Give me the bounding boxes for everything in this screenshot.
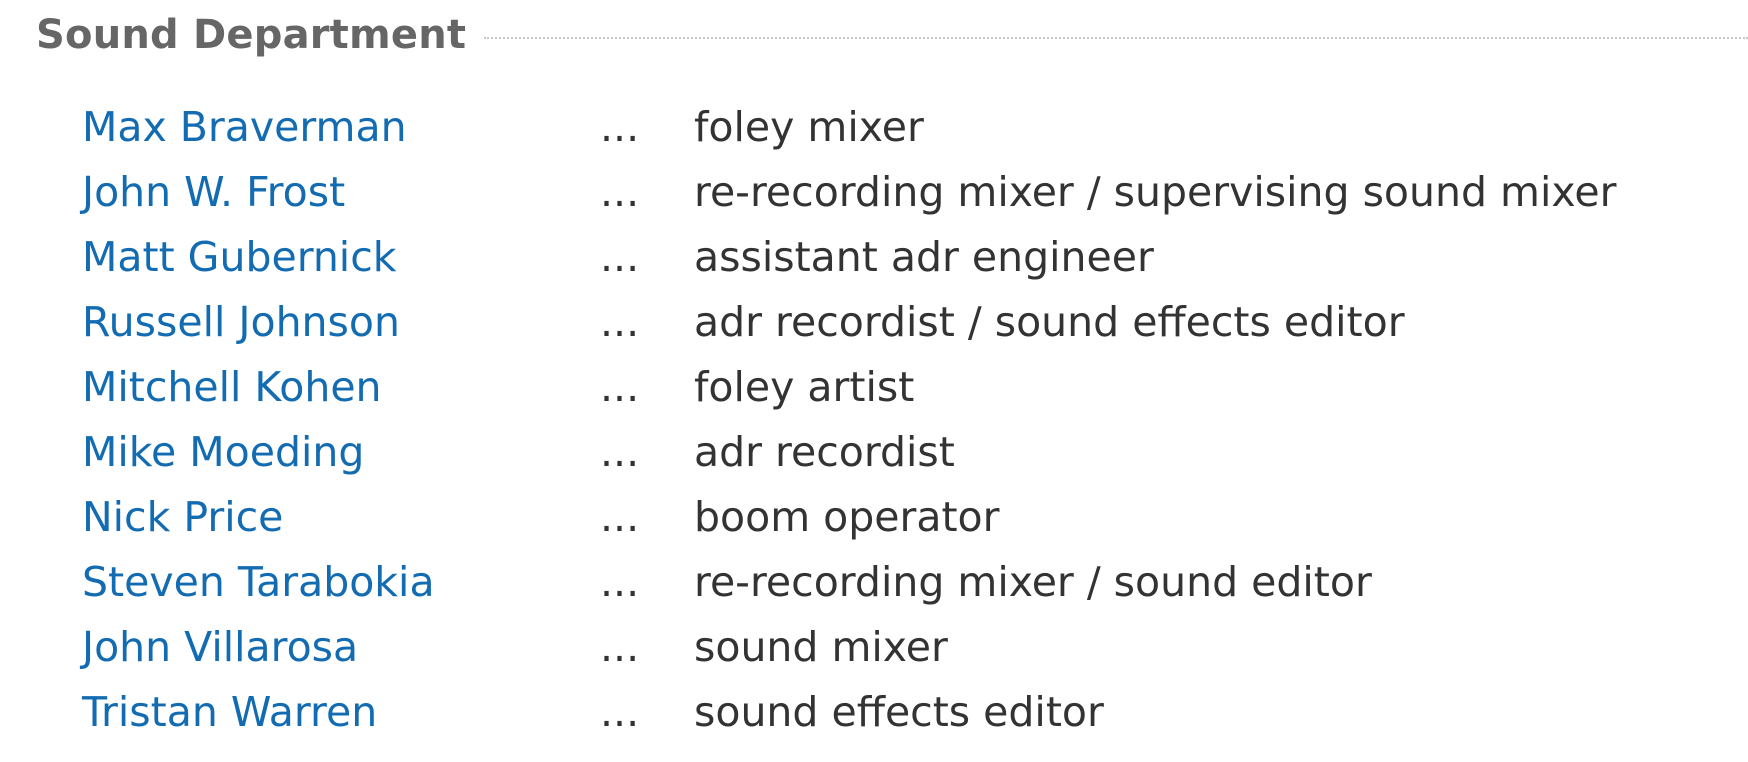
ellipsis-separator: ... — [600, 103, 640, 151]
credit-row: John W. Frost ... re-recording mixer / s… — [0, 160, 1748, 225]
ellipsis-separator: ... — [600, 688, 640, 736]
credit-row: Steven Tarabokia ... re-recording mixer … — [0, 550, 1748, 615]
section-header: Sound Department — [36, 10, 1748, 60]
person-link[interactable]: John W. Frost — [82, 168, 346, 216]
credit-role: adr recordist — [694, 428, 955, 476]
ellipsis-separator: ... — [600, 558, 640, 606]
credit-row: Max Braverman ... foley mixer — [0, 95, 1748, 160]
ellipsis-separator: ... — [600, 233, 640, 281]
ellipsis-separator: ... — [600, 493, 640, 541]
section-divider — [484, 37, 1748, 39]
person-link[interactable]: Russell Johnson — [82, 298, 400, 346]
person-link[interactable]: Mitchell Kohen — [82, 363, 382, 411]
credit-role: re-recording mixer / sound editor — [694, 558, 1372, 606]
person-link[interactable]: Nick Price — [82, 493, 284, 541]
credit-role: foley mixer — [694, 103, 924, 151]
credit-row: John Villarosa ... sound mixer — [0, 615, 1748, 680]
ellipsis-separator: ... — [600, 623, 640, 671]
credits-list: Max Braverman ... foley mixer John W. Fr… — [0, 95, 1748, 745]
credit-role: boom operator — [694, 493, 1000, 541]
credit-role: foley artist — [694, 363, 915, 411]
person-link[interactable]: Max Braverman — [82, 103, 407, 151]
credit-row: Matt Gubernick ... assistant adr enginee… — [0, 225, 1748, 290]
credit-row: Tristan Warren ... sound effects editor — [0, 680, 1748, 745]
person-link[interactable]: Steven Tarabokia — [82, 558, 435, 606]
ellipsis-separator: ... — [600, 298, 640, 346]
person-link[interactable]: Mike Moeding — [82, 428, 365, 476]
ellipsis-separator: ... — [600, 363, 640, 411]
credit-row: Russell Johnson ... adr recordist / soun… — [0, 290, 1748, 355]
ellipsis-separator: ... — [600, 428, 640, 476]
credit-role: sound mixer — [694, 623, 948, 671]
credit-role: assistant adr engineer — [694, 233, 1154, 281]
credit-role: sound effects editor — [694, 688, 1104, 736]
ellipsis-separator: ... — [600, 168, 640, 216]
person-link[interactable]: John Villarosa — [82, 623, 359, 671]
credit-row: Nick Price ... boom operator — [0, 485, 1748, 550]
credit-role: adr recordist / sound effects editor — [694, 298, 1405, 346]
section-title: Sound Department — [36, 12, 467, 58]
credit-role: re-recording mixer / supervising sound m… — [694, 168, 1617, 216]
credit-row: Mitchell Kohen ... foley artist — [0, 355, 1748, 420]
person-link[interactable]: Matt Gubernick — [82, 233, 397, 281]
credit-row: Mike Moeding ... adr recordist — [0, 420, 1748, 485]
person-link[interactable]: Tristan Warren — [82, 688, 378, 736]
